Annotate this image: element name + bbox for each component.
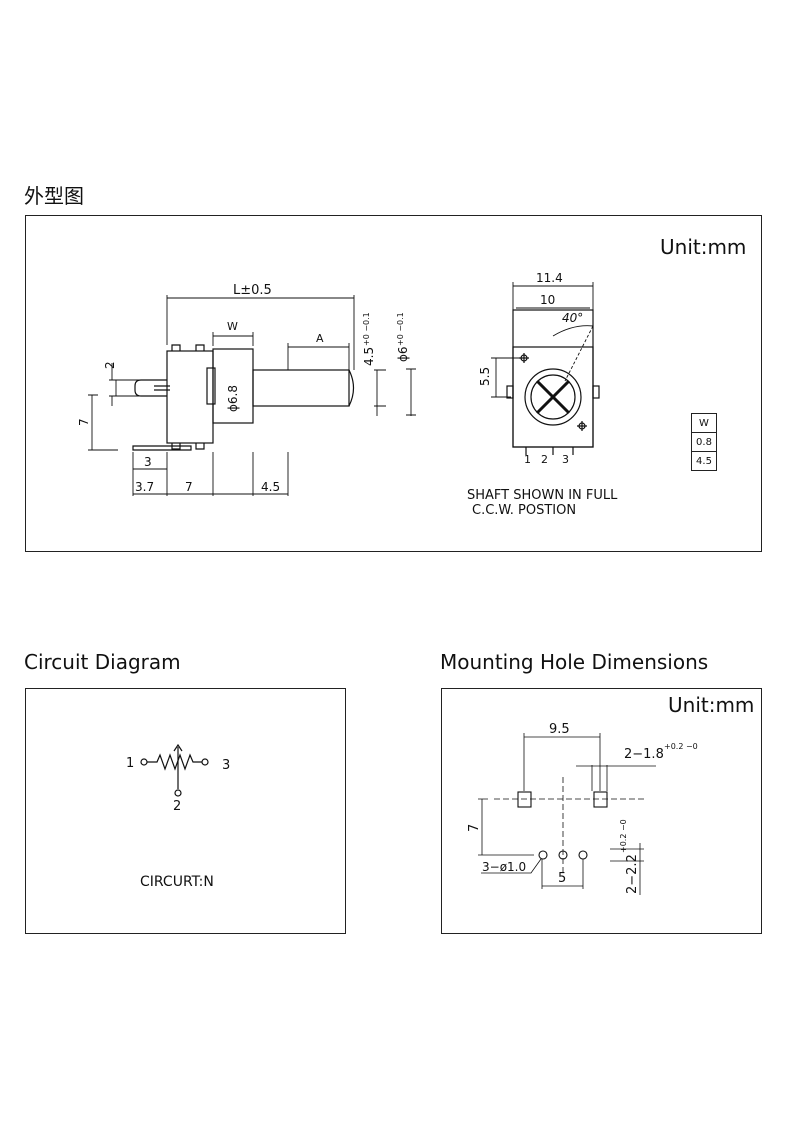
main-dia-tol-label: +0 −0.1	[396, 312, 405, 346]
mount-dim-18-tol-label: +0.2 −0	[664, 742, 698, 751]
mounting-unit-label: Unit:mm	[668, 693, 755, 717]
shaft-len-label: 4.5	[362, 347, 376, 366]
mount-dim-22-label: 2−2.2	[625, 854, 640, 894]
note-line-1: SHAFT SHOWN IN FULL	[467, 488, 618, 503]
a-dim-label: A	[316, 332, 324, 345]
circuit-type-label: CIRCURT:N	[140, 874, 214, 890]
mounting-drawing: 9.5 2−1.8 +0.2 −0 7 3−ø1.0 5 2−2.2 +0.2 …	[467, 722, 698, 895]
angle-label: 40°	[562, 311, 583, 325]
bush-dia-label: ϕ6.8	[226, 385, 240, 412]
w-table: W 0.8 4.5	[691, 413, 717, 471]
circuit-pin3-label: 3	[222, 758, 230, 773]
dim-37-label: 3.7	[135, 480, 154, 494]
dim-7-label: 7	[185, 480, 193, 494]
mount-dim-7-label: 7	[467, 824, 482, 832]
circuit-pin2-label: 2	[173, 799, 181, 814]
outline-unit-label: Unit:mm	[660, 235, 747, 259]
shaft-tol-label: +0 −0.1	[362, 312, 371, 346]
circuit-heading: Circuit Diagram	[24, 650, 181, 674]
mount-dim-95-label: 9.5	[549, 722, 570, 737]
outline-panel: Unit:mm	[25, 215, 762, 552]
pin-3-label: 3	[144, 455, 152, 469]
w-dim-label: W	[227, 320, 238, 333]
side-view-body	[132, 344, 355, 451]
circuit-diagram: 1 3 2 CIRCURT:N	[126, 743, 230, 890]
mounting-heading: Mounting Hole Dimensions	[440, 650, 709, 674]
main-dia-label: ϕ6	[396, 346, 410, 362]
outline-drawing: L±0.5 W A 4.5 +0 −0.1 ϕ6 +0 −0.1 ϕ6.8 2 …	[77, 271, 618, 518]
circuit-panel: 1 3 2 CIRCURT:N	[25, 688, 346, 934]
dim-45-label: 4.5	[261, 480, 280, 494]
terminal-2-label: 2	[541, 453, 548, 466]
front-view-dimensions	[491, 282, 594, 398]
w-table-row: 0.8	[691, 432, 717, 452]
mount-dim-5-label: 5	[558, 871, 566, 886]
length-dim-label: L±0.5	[233, 283, 272, 298]
mount-dim-18-label: 2−1.8	[624, 747, 664, 762]
mount-dim-22-tol-label: +0.2 −0	[619, 819, 628, 853]
front-view-body	[506, 309, 600, 455]
terminal-1-label: 1	[524, 453, 531, 466]
mount-hole-label: 3−ø1.0	[482, 860, 526, 874]
mounting-panel: Unit:mm 9.5 2−1.8 +0.2 −0 7 3−ø1.0 5 2−2…	[441, 688, 762, 934]
w-table-header: W	[691, 413, 717, 433]
side-view-dimensions	[88, 295, 416, 496]
height-55-label: 5.5	[478, 367, 492, 386]
w-table-row: 4.5	[691, 451, 717, 471]
circuit-pin1-label: 1	[126, 756, 134, 771]
height-7-label: 7	[77, 418, 91, 426]
outline-heading: 外型图	[24, 184, 84, 208]
width-114-label: 11.4	[536, 271, 563, 285]
pin-top-label: 2	[103, 361, 117, 369]
note-line-2: C.C.W. POSTION	[472, 503, 576, 518]
width-10-label: 10	[540, 293, 555, 307]
terminal-3-label: 3	[562, 453, 569, 466]
